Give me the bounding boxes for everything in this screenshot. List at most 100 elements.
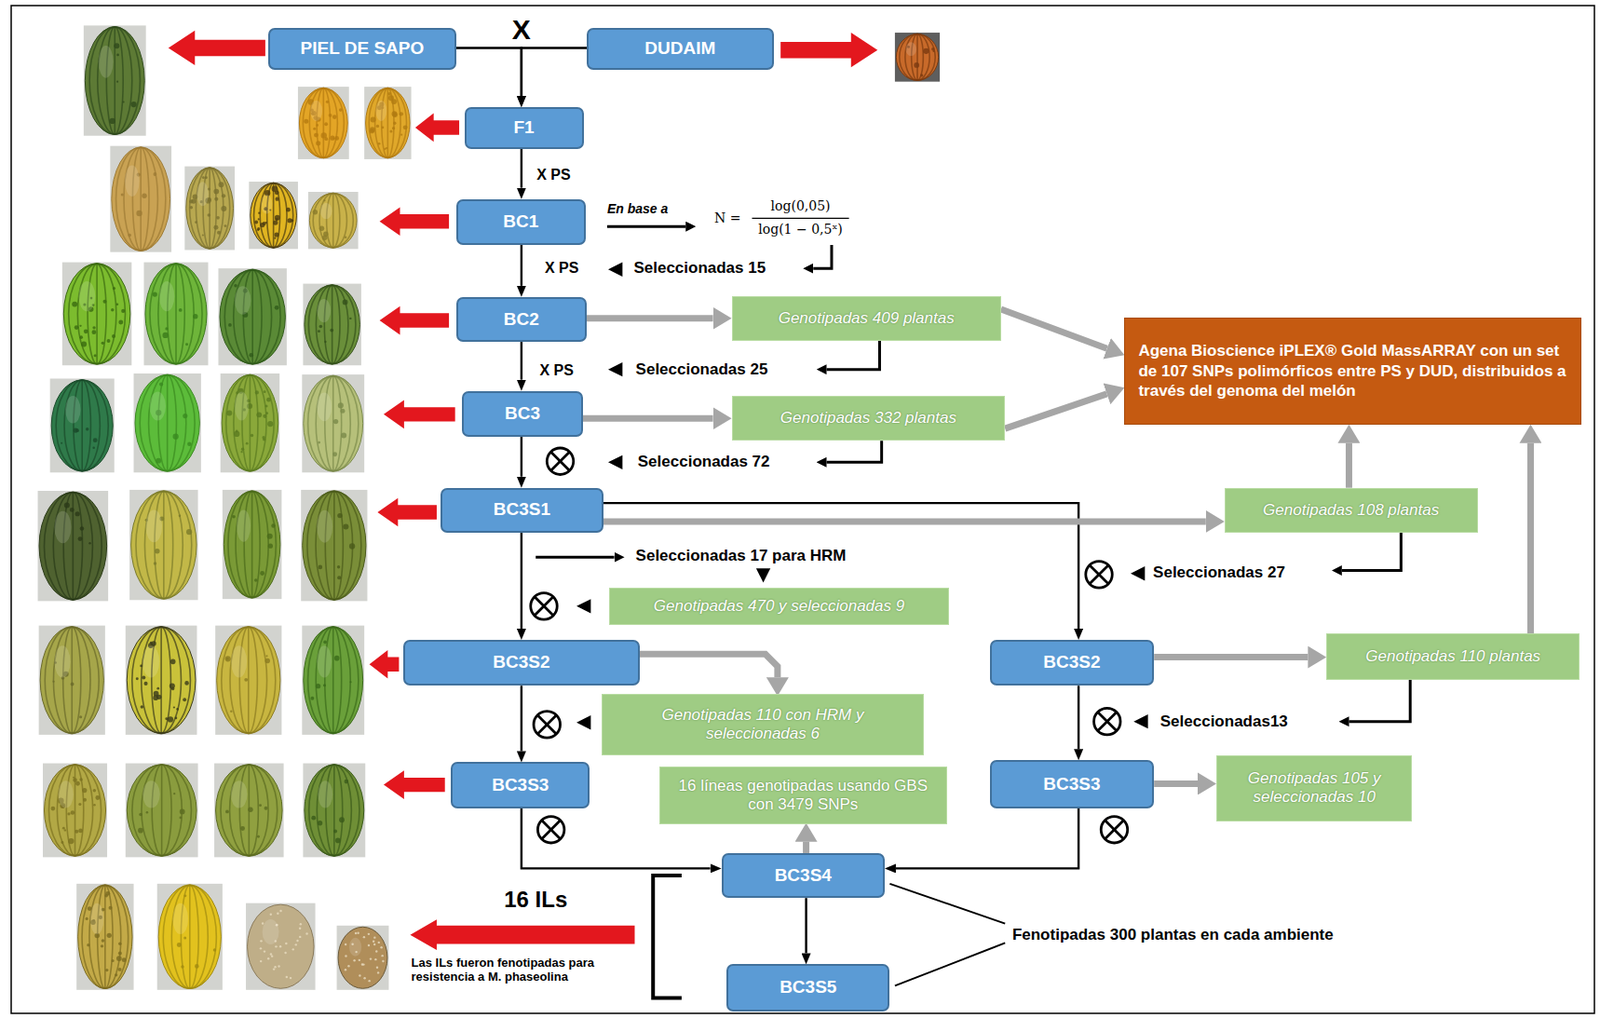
melon-spot xyxy=(375,949,378,952)
melon-spot xyxy=(403,124,408,130)
melon-spot xyxy=(103,299,108,304)
melon-spot xyxy=(333,419,339,424)
melon-spot xyxy=(273,232,279,238)
melon-spot xyxy=(363,976,366,979)
melon-spot xyxy=(274,945,277,948)
melon-spot xyxy=(67,838,74,844)
melon-spot xyxy=(315,683,321,689)
genotyping-box: Genotipadas 105 y seleccionadas 10 xyxy=(1216,755,1412,822)
melon-spot xyxy=(279,945,282,948)
melon-spot xyxy=(69,507,75,513)
melon-stripe xyxy=(162,884,217,989)
melon-stripe xyxy=(43,492,102,600)
melon-spot xyxy=(233,284,238,288)
melon-stripe xyxy=(221,626,276,733)
melon-spot xyxy=(387,92,391,95)
melon-spot xyxy=(295,943,298,946)
melon-spot xyxy=(100,944,104,948)
melon-rind xyxy=(221,375,279,472)
melon-spot xyxy=(265,411,269,415)
melon-photo xyxy=(308,191,359,249)
melon-rind xyxy=(298,88,348,159)
melon-spot xyxy=(178,308,183,312)
melon-spot xyxy=(118,941,123,946)
melon-highlight xyxy=(234,392,249,421)
melon-spot xyxy=(335,838,341,844)
melon-spot xyxy=(153,561,157,565)
photo-ground xyxy=(217,268,286,366)
melon-stripe xyxy=(316,88,330,159)
melon-spot xyxy=(310,696,314,701)
melon-spot xyxy=(164,717,168,720)
photo-ground xyxy=(302,284,361,367)
melon-spot xyxy=(116,955,123,962)
melon-spot xyxy=(319,325,324,329)
melon-rind xyxy=(309,192,357,247)
melon-spot xyxy=(374,958,377,961)
cross-arrow xyxy=(520,149,523,189)
node-text: DUDAIM xyxy=(596,38,765,60)
melon-spot xyxy=(369,126,376,133)
melon-rind xyxy=(186,167,234,249)
melon-stripe xyxy=(331,284,334,365)
melon-spot xyxy=(315,123,319,127)
melon-spot xyxy=(176,942,182,948)
melon-spot xyxy=(118,951,123,956)
melon-spot xyxy=(175,717,178,720)
melon-spot xyxy=(379,946,382,949)
node-text: Genotipadas 105 y seleccionadas 10 xyxy=(1224,769,1404,808)
selfing-circle xyxy=(533,711,560,738)
melon-stripe xyxy=(154,490,174,598)
photo-ground xyxy=(184,166,235,251)
melon-spot xyxy=(110,308,114,312)
melon-spot xyxy=(263,949,266,952)
red-arrow xyxy=(379,306,450,336)
melon-spot xyxy=(358,959,361,962)
pointer-triangle xyxy=(608,455,623,470)
melon-spot xyxy=(392,112,397,118)
selfing-cross xyxy=(542,820,561,840)
melon-rind xyxy=(895,34,938,82)
selection-arrow xyxy=(1349,679,1411,722)
melon-spot xyxy=(257,227,260,231)
cross-arrow xyxy=(520,341,523,380)
selfing-symbol xyxy=(1085,561,1112,588)
melon-spot xyxy=(274,196,279,201)
red-arrow xyxy=(409,919,635,950)
photo-ground xyxy=(109,146,172,253)
genotyping-box: Genotipadas 470 y seleccionadas 9 xyxy=(609,587,950,624)
melon-spot xyxy=(279,909,282,912)
melon-spot xyxy=(83,328,89,334)
photo-ground xyxy=(248,181,299,249)
genotyping-box: Genotipadas 110 plantas xyxy=(1326,633,1580,679)
melon-spot xyxy=(146,811,150,814)
melon-spot xyxy=(273,237,276,240)
melon-highlight xyxy=(98,45,114,79)
photo-ground xyxy=(894,32,940,82)
melon-spot xyxy=(259,939,262,942)
melon-spot xyxy=(285,976,288,978)
melon-spot xyxy=(64,501,70,508)
melon-stripe xyxy=(251,490,254,597)
melon-spot xyxy=(87,906,93,911)
melon-spot xyxy=(225,810,230,814)
red-arrow xyxy=(780,32,878,68)
photo-ground xyxy=(364,86,411,160)
melon-stripe xyxy=(149,375,187,472)
melon-stripe xyxy=(272,183,275,248)
process-box: F1 xyxy=(464,107,584,150)
melon-photo xyxy=(157,883,223,990)
photo-ground xyxy=(129,489,198,600)
melon-spot xyxy=(337,565,340,569)
melon-highlight xyxy=(230,645,247,678)
melon-spot xyxy=(344,954,347,957)
melon-rind xyxy=(78,884,133,989)
photo-ground xyxy=(301,374,365,473)
genotyping-arrow xyxy=(1004,393,1107,429)
melon-stripe xyxy=(87,263,107,365)
selection-arrow xyxy=(535,555,614,559)
melon-rind xyxy=(84,27,145,135)
melon-spot xyxy=(372,940,375,943)
melon-spot xyxy=(190,198,196,204)
